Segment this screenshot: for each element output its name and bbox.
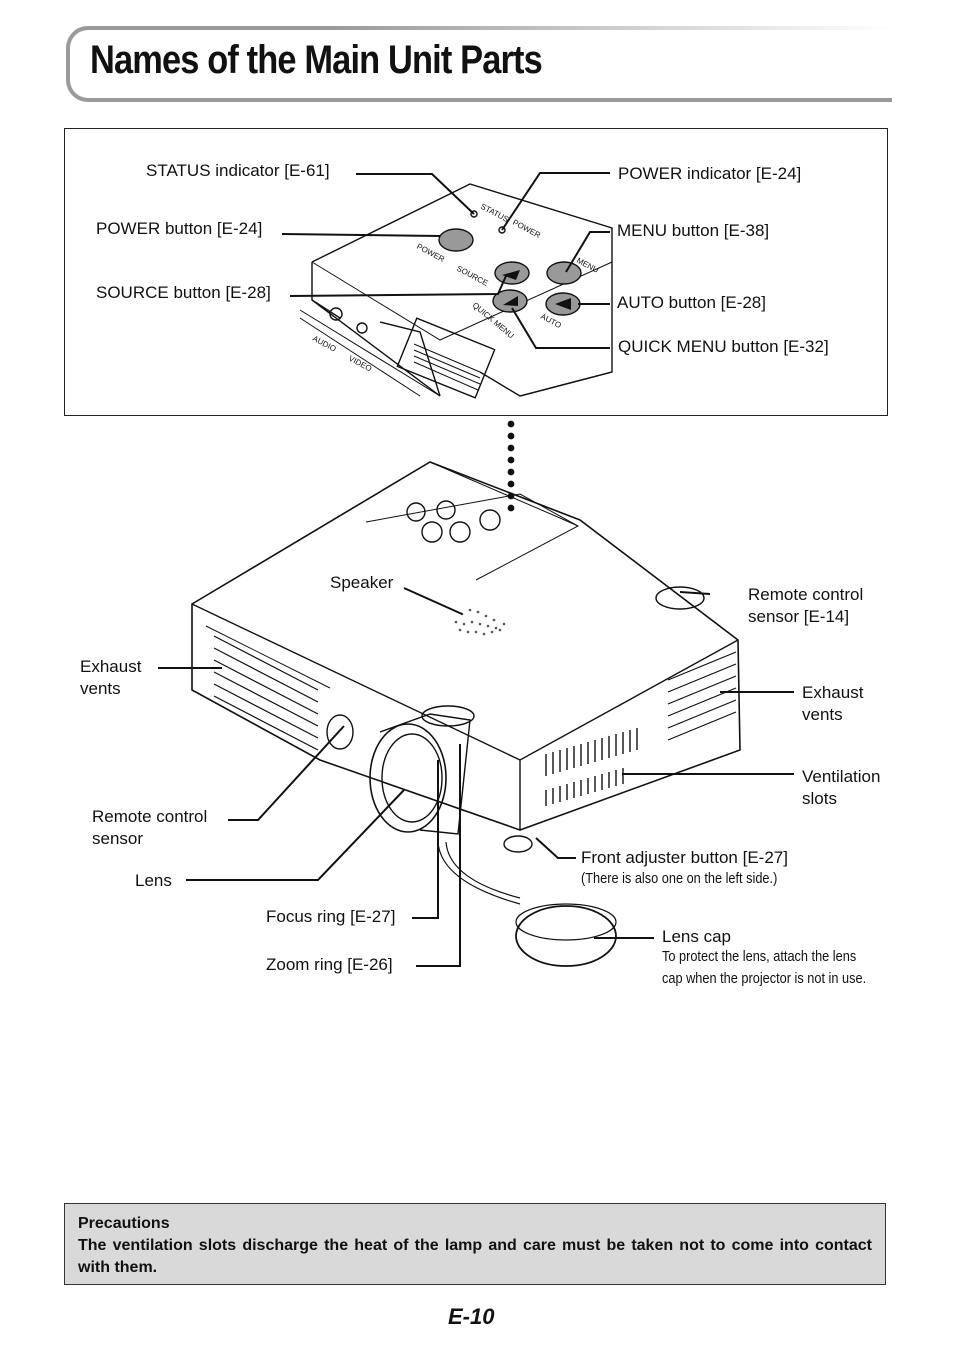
lens-cap-note-line-2: cap when the projector is not in use. bbox=[662, 970, 867, 987]
menu-button-label: MENU button [E-38] bbox=[617, 221, 770, 240]
speaker-label: Speaker bbox=[330, 573, 394, 592]
page-title: Names of the Main Unit Parts bbox=[90, 38, 543, 82]
precautions-title: Precautions bbox=[78, 1215, 170, 1232]
ventilation-slots-label: Ventilation slots bbox=[802, 767, 881, 808]
precautions-box: Precautions The ventilation slots discha… bbox=[64, 1203, 886, 1285]
zoom-ring-label: Zoom ring [E-26] bbox=[266, 955, 393, 974]
front-adjuster-note: (There is also one on the left side.) bbox=[581, 870, 778, 887]
lens-label: Lens bbox=[135, 871, 172, 890]
focus-ring-label: Focus ring [E-27] bbox=[266, 907, 396, 926]
lens-cap-label: Lens cap bbox=[662, 927, 731, 946]
projector-body bbox=[191, 461, 741, 967]
lens-cap-note-line-1: To protect the lens, attach the lens bbox=[662, 948, 857, 965]
detail-leader-lines bbox=[281, 172, 610, 349]
power-indicator-label: POWER indicator [E-24] bbox=[618, 164, 802, 183]
control-panel-closeup bbox=[299, 183, 613, 399]
panel-power-led-text: POWER bbox=[511, 218, 542, 240]
control-panel-detail-box bbox=[64, 128, 888, 416]
source-button-label: SOURCE button [E-28] bbox=[96, 283, 271, 302]
power-button-label: POWER button [E-24] bbox=[96, 219, 263, 238]
precautions-body: The ventilation slots discharge the heat… bbox=[78, 1237, 872, 1276]
quick-menu-button-label: QUICK MENU button [E-32] bbox=[618, 337, 829, 356]
status-indicator-label: STATUS indicator [E-61] bbox=[146, 161, 330, 180]
title-frame bbox=[66, 26, 892, 102]
exhaust-vents-left-label: Exhaust vents bbox=[80, 657, 142, 698]
panel-source-text: SOURCE bbox=[455, 264, 489, 288]
main-leader-lines bbox=[158, 587, 794, 967]
exhaust-vents-right-label: Exhaust vents bbox=[802, 683, 864, 724]
remote-sensor-front-label: Remote control sensor bbox=[92, 807, 208, 848]
panel-status-text: STATUS bbox=[479, 202, 510, 224]
front-adjuster-label: Front adjuster button [E-27] bbox=[581, 848, 788, 867]
remote-sensor-top-label: Remote control sensor [E-14] bbox=[748, 585, 864, 626]
panel-audio-text: AUDIO bbox=[311, 334, 338, 354]
page-number: E-10 bbox=[448, 1304, 495, 1329]
auto-button-label: AUTO button [E-28] bbox=[617, 293, 766, 312]
